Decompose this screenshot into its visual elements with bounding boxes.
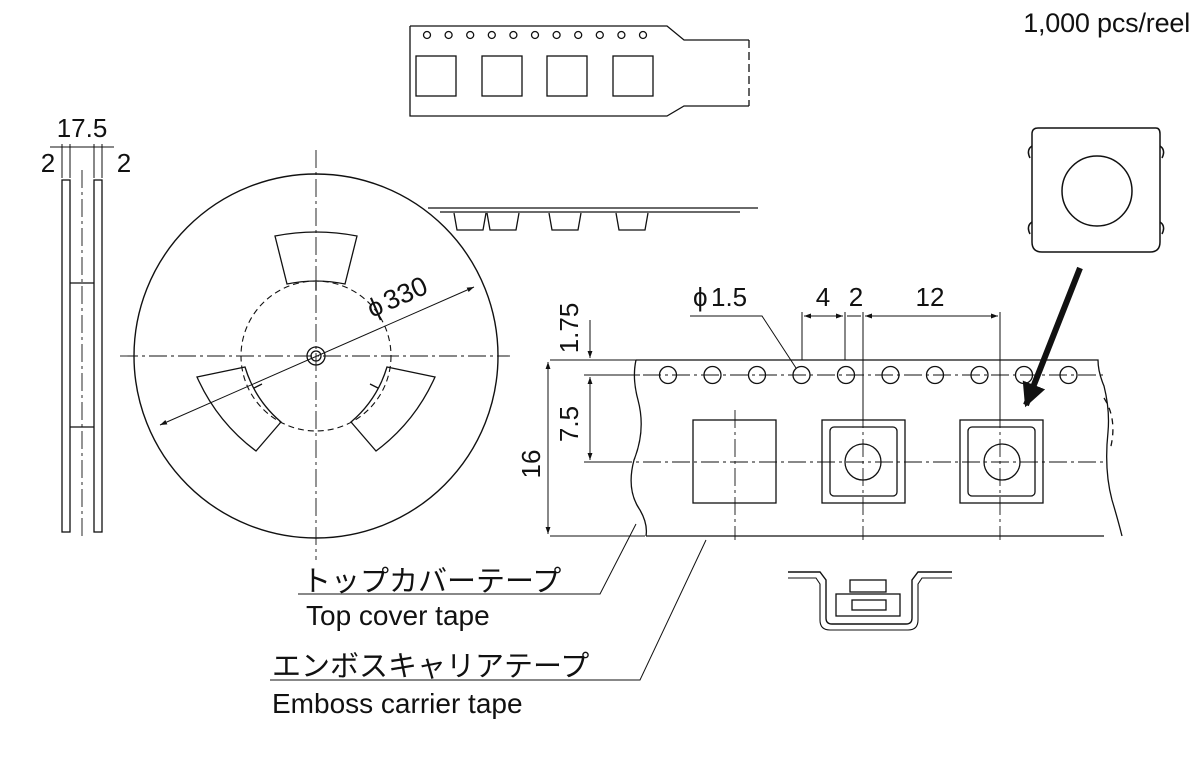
tape-main-view: [585, 359, 1123, 540]
pocket-cross-section: [788, 571, 952, 631]
sprocket-hole: [836, 365, 856, 385]
reel-window: [350, 366, 436, 452]
top-strip-sprocket-hole: [487, 30, 496, 40]
flange-right-dim: 2: [117, 148, 131, 178]
reel-window: [274, 231, 358, 285]
pocket-pitch-dim: 12: [916, 282, 945, 312]
top-strip-sprocket-hole: [552, 30, 561, 40]
top-strip-sprocket-hole: [617, 30, 626, 40]
top-strip-pocket: [415, 55, 457, 97]
top-strip-sprocket-hole: [595, 30, 604, 40]
reel-width-dim: 17.5: [57, 113, 108, 143]
reel-window: [196, 366, 282, 452]
detail-pointer-arrow: [1022, 266, 1083, 408]
top-strip-sprocket-hole: [509, 30, 518, 40]
pocket-with-switch: [821, 419, 906, 504]
hole-pitch-dim: 4: [816, 282, 830, 312]
hole-to-pocket-center-dim: 7.5: [554, 406, 584, 442]
quantity-per-reel-note: 1,000 pcs/reel: [1023, 8, 1190, 38]
sprocket-hole: [1059, 365, 1078, 385]
empty-pocket: [692, 419, 777, 504]
top-strip-pocket: [612, 55, 654, 97]
emboss-carrier-tape-label-en: Emboss carrier tape: [272, 688, 523, 719]
top-cover-tape-label-en: Top cover tape: [306, 600, 490, 631]
tape-top-strip-view: [409, 25, 750, 117]
emboss-carrier-tape-label-jp: エンボスキャリアテープ: [272, 649, 590, 683]
sprocket-hole: [703, 365, 722, 385]
diameter-dim-line: [159, 286, 475, 426]
sprocket-hole: [747, 365, 767, 385]
hole-diameter-dim: 1.5: [711, 282, 747, 312]
top-cover-tape-label-jp: トップカバーテープ: [302, 564, 562, 598]
dimension-texts: 17.5 2 2 ϕ 330 ϕ 1.5 4 2 12 1.75 7.5 16: [41, 113, 945, 478]
top-strip-pocket: [546, 55, 588, 97]
hole-to-pocket-dim: 2: [849, 282, 863, 312]
sprocket-hole: [792, 365, 811, 385]
reel-side-view: [50, 144, 114, 540]
switch-detail-view: [1027, 127, 1165, 253]
dimension-lines: [159, 286, 1001, 681]
top-strip-sprocket-hole: [574, 30, 583, 40]
top-strip-pocket: [481, 55, 523, 97]
hole-diameter-symbol: ϕ: [693, 282, 708, 312]
top-strip-sprocket-hole: [530, 30, 540, 40]
tape-side-profile-view: [428, 207, 758, 231]
sprocket-hole: [970, 365, 989, 385]
pocket-with-switch: [959, 419, 1044, 504]
top-strip-sprocket-hole: [444, 30, 453, 40]
sprocket-hole: [925, 365, 945, 385]
tape-width-dim: 16: [516, 450, 546, 479]
flange-left-dim: 2: [41, 148, 55, 178]
top-strip-sprocket-hole: [422, 30, 432, 40]
top-strip-sprocket-hole: [638, 30, 648, 40]
sprocket-hole: [658, 365, 678, 385]
edge-to-hole-dim: 1.75: [554, 303, 584, 354]
sprocket-hole: [881, 365, 900, 385]
top-strip-sprocket-hole: [466, 30, 475, 40]
